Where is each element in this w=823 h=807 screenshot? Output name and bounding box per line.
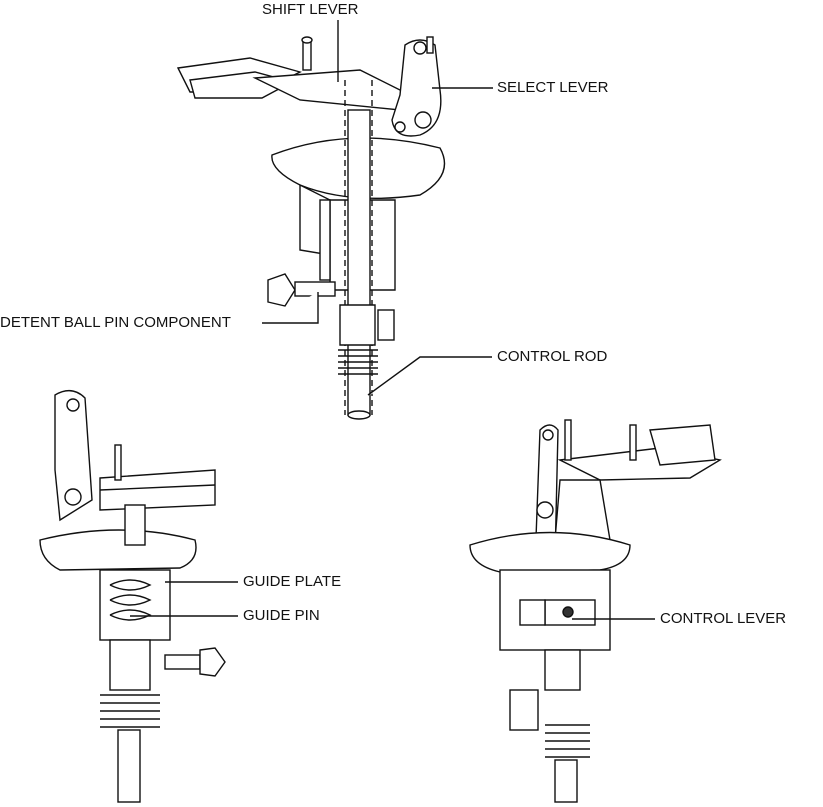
leader-lines — [130, 20, 655, 620]
label-control-rod: CONTROL ROD — [497, 348, 608, 365]
bottom-right-assembly — [469, 419, 722, 803]
detent-ball-pin — [267, 273, 296, 307]
label-guide-pin: GUIDE PIN — [243, 607, 320, 624]
label-guide-plate: GUIDE PLATE — [243, 573, 342, 590]
shift-lever-arm — [252, 69, 412, 111]
control-rod — [347, 109, 371, 416]
bottom-left-assembly — [39, 390, 226, 803]
label-shift-lever: SHIFT LEVER — [262, 1, 359, 18]
label-control-lever: CONTROL LEVER — [660, 610, 787, 627]
label-select-lever: SELECT LEVER — [497, 79, 609, 96]
top-view-assembly — [176, 36, 446, 420]
label-detent-ball-pin-component: DETENT BALL PIN COMPONENT — [0, 314, 231, 331]
